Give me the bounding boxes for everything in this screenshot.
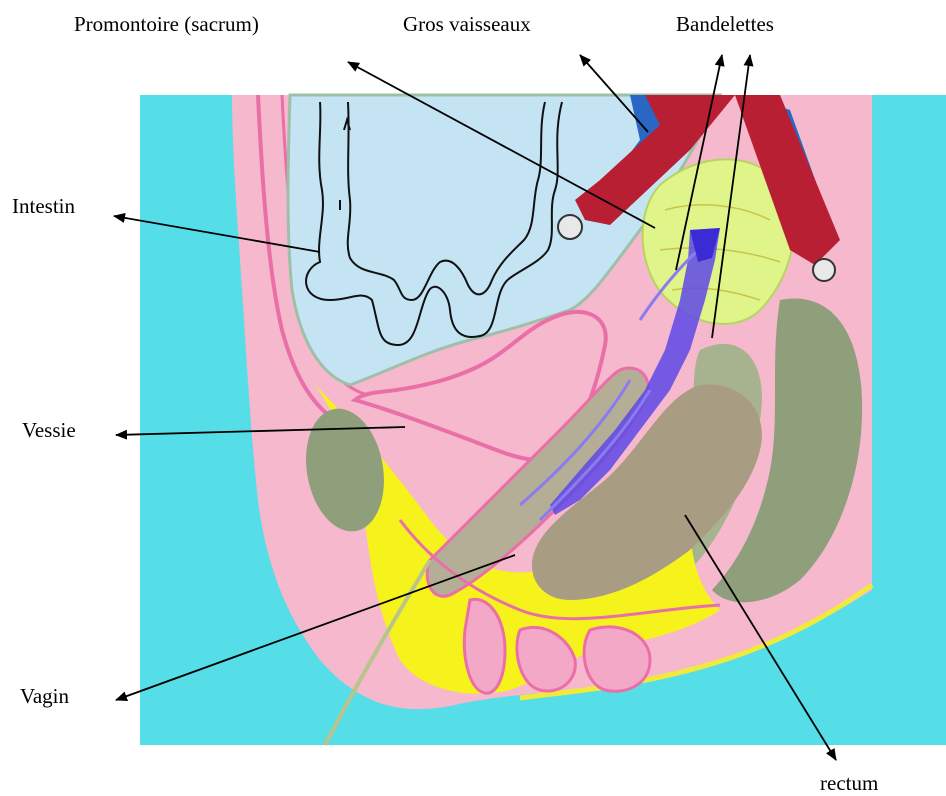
- label-vagin: Vagin: [20, 686, 69, 707]
- label-promontoire: Promontoire (sacrum): [74, 14, 259, 35]
- label-gros-vaisseaux: Gros vaisseaux: [403, 14, 531, 35]
- label-bandelettes: Bandelettes: [676, 14, 774, 35]
- label-intestin: Intestin: [12, 196, 75, 217]
- label-vessie: Vessie: [22, 420, 76, 441]
- label-rectum: rectum: [820, 773, 878, 794]
